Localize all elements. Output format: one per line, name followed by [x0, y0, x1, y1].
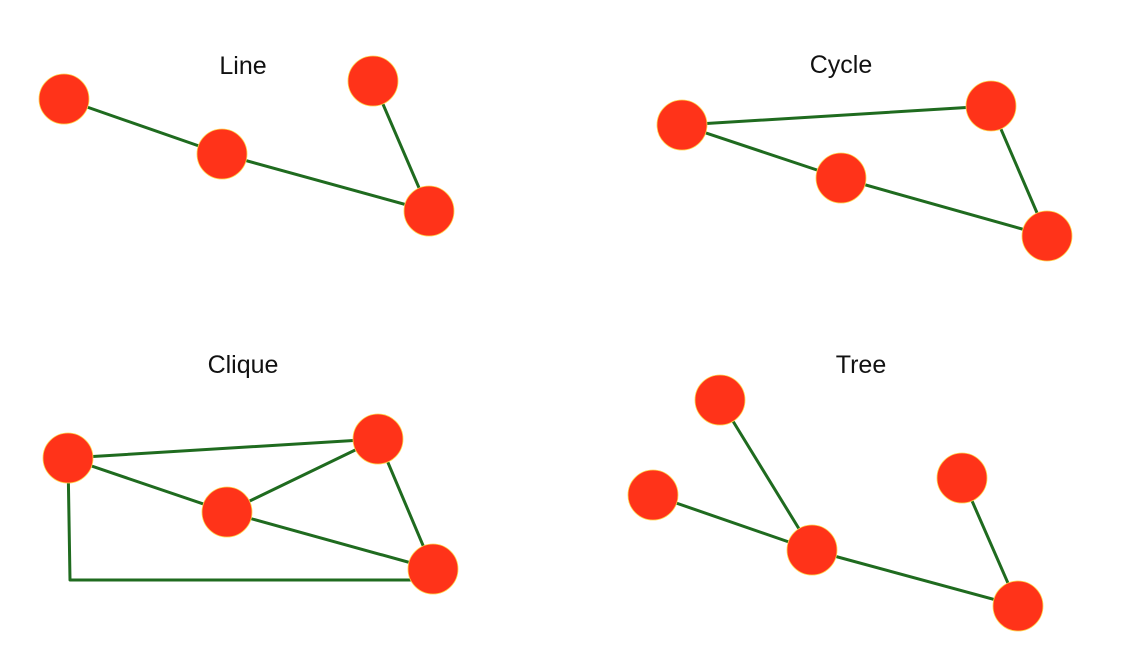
- node-tree-b: [627, 469, 679, 521]
- edge-clique-b-c: [225, 437, 380, 514]
- node-tree-c: [786, 524, 838, 576]
- node-line-c: [347, 55, 399, 107]
- node-tree-e: [992, 580, 1044, 632]
- edge-tree-c-e: [810, 548, 1020, 608]
- node-tree-a: [694, 374, 746, 426]
- node-tree-d: [936, 452, 988, 504]
- node-clique-c: [352, 413, 404, 465]
- edge-line-b-d: [220, 152, 431, 213]
- node-cycle-d: [1021, 210, 1073, 262]
- edge-tree-b-c: [651, 493, 814, 552]
- node-cycle-b: [815, 152, 867, 204]
- graph-line: Line: [38, 52, 455, 237]
- node-clique-b: [201, 486, 253, 538]
- graph-title-cycle: Cycle: [810, 51, 873, 79]
- edge-clique-b-d: [225, 510, 435, 571]
- graph-title-tree: Tree: [836, 351, 886, 379]
- node-line-b: [196, 128, 248, 180]
- node-cycle-c: [965, 80, 1017, 132]
- edge-line-a-b: [62, 97, 224, 156]
- node-line-d: [403, 185, 455, 237]
- graph-clique: Clique: [42, 351, 459, 595]
- node-clique-a: [42, 432, 94, 484]
- edge-cycle-b-d: [839, 176, 1049, 238]
- node-clique-d: [407, 543, 459, 595]
- edge-clique-a-c: [66, 437, 380, 460]
- graph-title-clique: Clique: [208, 351, 279, 379]
- graph-tree: Tree: [627, 351, 1044, 632]
- node-line-a: [38, 73, 90, 125]
- edge-clique-a-d: [66, 456, 435, 582]
- edge-tree-a-c: [718, 398, 814, 552]
- edge-cycle-a-b: [680, 123, 843, 180]
- graph-cycle: Cycle: [656, 51, 1073, 262]
- edge-clique-a-b: [66, 456, 229, 514]
- node-cycle-a: [656, 99, 708, 151]
- edge-cycle-a-c: [680, 104, 993, 127]
- graph-title-line: Line: [219, 52, 266, 80]
